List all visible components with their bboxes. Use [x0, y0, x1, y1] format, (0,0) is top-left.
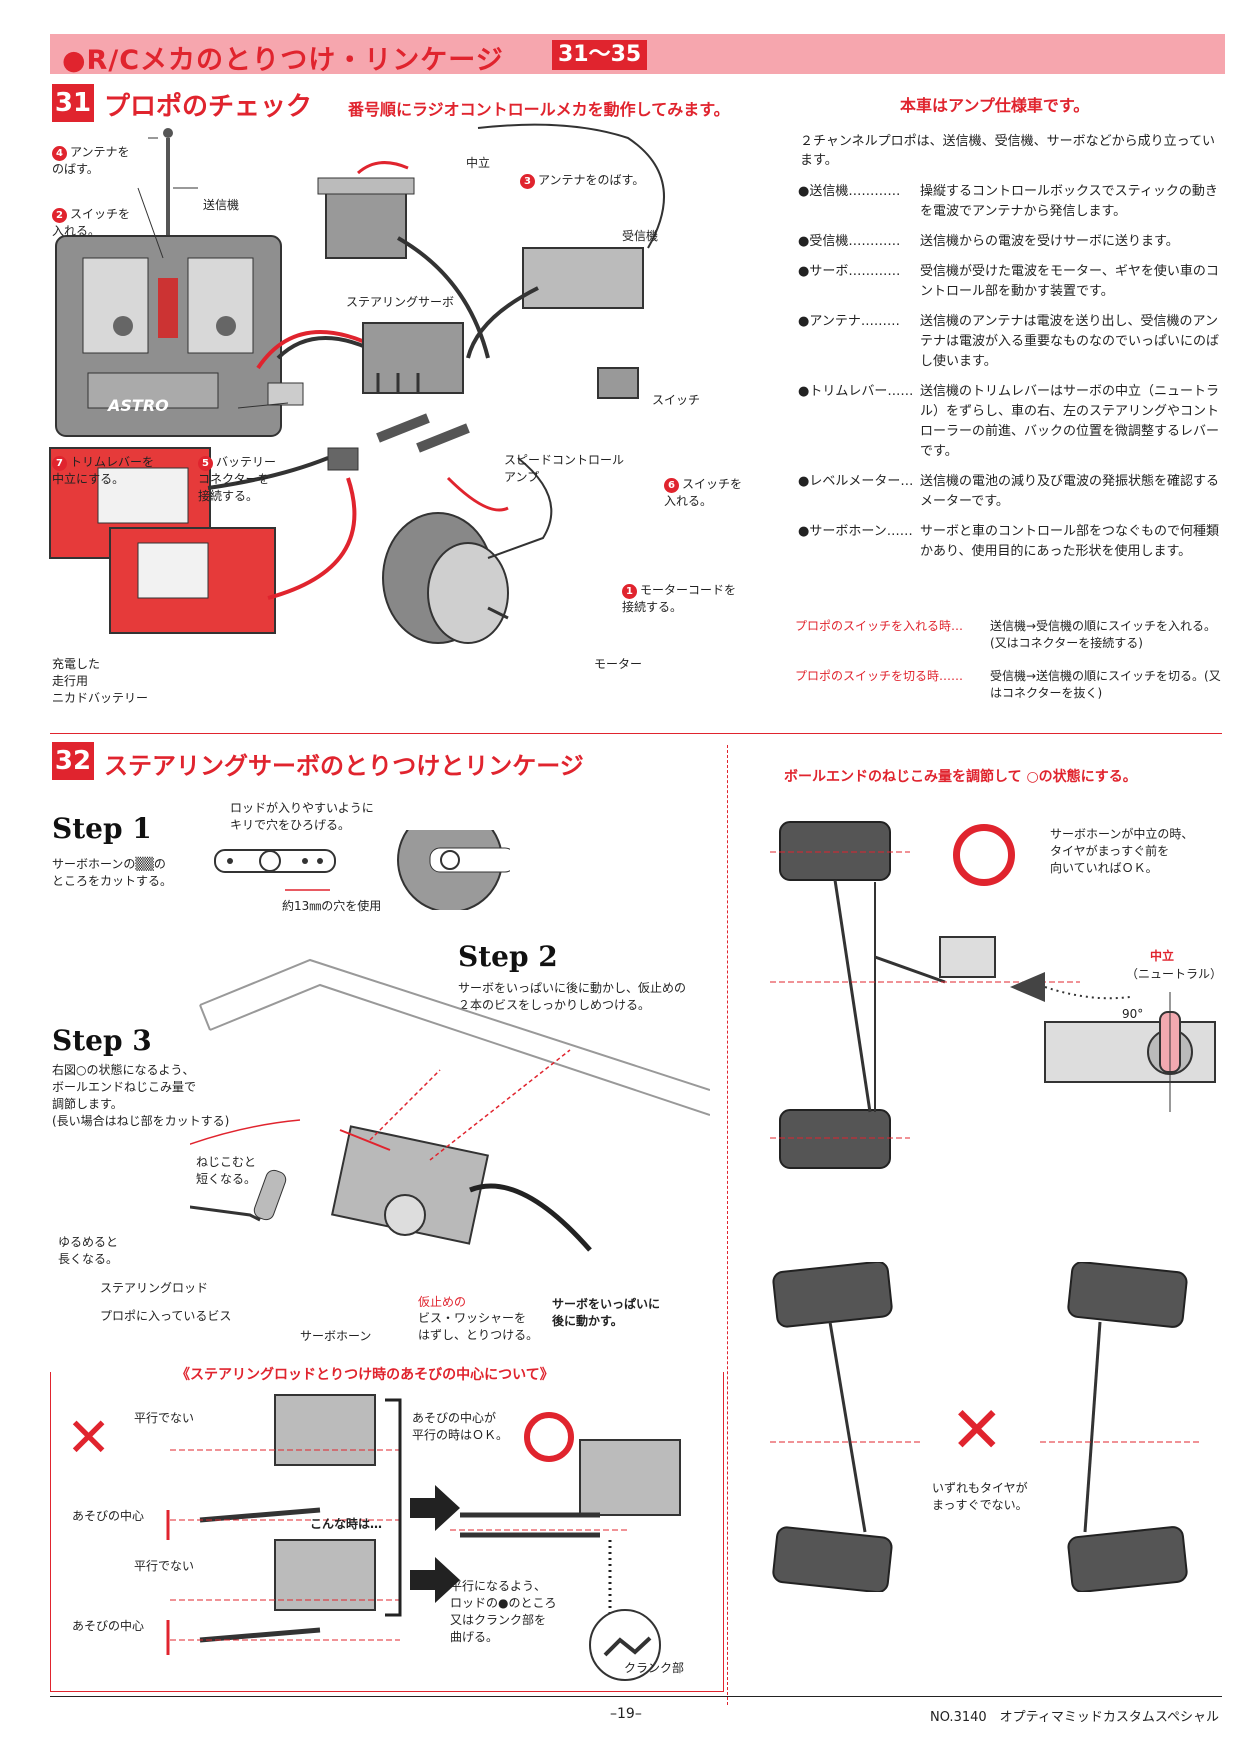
- play-center-label-1: あそびの中心: [72, 1509, 145, 1523]
- section-32-title: ステアリングサーボのとりつけとリンケージ: [104, 752, 584, 780]
- servo-horn-label: サーボホーン: [300, 1329, 372, 1343]
- fix-text: 平行になるよう、 ロッドの●のところ 又はクランク部を 曲げる。: [450, 1579, 557, 1644]
- def-level-meter: ●レベルメーター…送信機の電池の減り及び電波の発振状態を確認するメーターです。: [798, 474, 1220, 509]
- not-parallel-label-1: 平行でない: [134, 1411, 195, 1425]
- propo-check-illustration: [49, 123, 665, 644]
- play-center-drawing: [166, 1394, 681, 1681]
- step-3-heading: Step 3: [52, 1024, 152, 1057]
- step-3-text: 右図○の状態になるよう、 ボールエンドねじこみ量で 調節します。 (長い場合はね…: [52, 1063, 230, 1128]
- section-divider: [50, 733, 1222, 734]
- servo-drawing: [317, 161, 415, 259]
- ballend-note: ボールエンドのねじこみ量を調節して ○の状態にする。: [784, 769, 1137, 785]
- def-servo: ●サーボ…………受信機が受けた電波をモーター、ギヤを使い車のコントロール部を動か…: [798, 264, 1219, 299]
- label-receiver: 受信機: [622, 229, 659, 243]
- amp-note: 本車はアンプ仕様車です。: [900, 96, 1090, 115]
- label-motor: モーター: [594, 657, 643, 671]
- servo-horn-cut-drawing: [214, 830, 510, 910]
- section-31-title: プロポのチェック: [104, 92, 313, 122]
- step-1-heading: Step 1: [52, 812, 152, 845]
- move-back-label: サーボをいっぱいに 後に動かす。: [552, 1297, 661, 1328]
- temp-stop-text: ビス・ワッシャーを はずし、とりつける。: [418, 1311, 539, 1342]
- rod-hole-text: ロッドが入りやすいように キリで穴をひろげる。: [230, 801, 374, 832]
- crank-label: クランク部: [624, 1661, 685, 1675]
- steering-rod-label: ステアリングロッド: [100, 1281, 209, 1295]
- step-2-text: サーボをいっぱいに後に動かし、仮止めの ２本のビスをしっかりしめつける。: [458, 981, 687, 1012]
- page-number: –19–: [610, 1706, 642, 1722]
- section-31-subtitle: 番号順にラジオコントロールメカを動作してみます。: [348, 100, 730, 119]
- def-receiver: ●受信機…………送信機からの電波を受けサーボに送ります。: [798, 234, 1179, 249]
- battery-drawing: [49, 447, 276, 634]
- switch-off-rule: プロポのスイッチを切る時…… 受信機→送信機の順にスイッチを切る。(又はコネクタ…: [795, 669, 1221, 700]
- play-center-box: [50, 1372, 724, 1692]
- motor-drawing: [382, 512, 509, 644]
- switch-on-rule: プロポのスイッチを入れる時… 送信機→受信機の順にスイッチを入れる。(又はコネク…: [795, 619, 1217, 650]
- def-servo-horn: ●サーボホーン……サーボと車のコントロール部をつなぐもので何種類かあり、使用目的…: [798, 524, 1220, 559]
- label-steering-servo: ステアリングサーボ: [346, 295, 455, 309]
- receiver-drawing: [477, 123, 665, 309]
- label-neutral: 中立: [466, 156, 491, 170]
- servo-mount-drawing: [190, 958, 710, 1252]
- degree-90-label: 90°: [1122, 1007, 1144, 1021]
- propo-screw-label: プロポに入っているビス: [100, 1309, 232, 1323]
- switch-drawing: [597, 367, 639, 399]
- steering-neutral-drawing: [770, 821, 1216, 1169]
- neutral-paren-label: （ニュートラル）: [1126, 967, 1223, 981]
- neutral-label: 中立: [1150, 949, 1175, 963]
- ok-text: サーボホーンが中立の時、 タイヤがまっすぐ前を 向いていればＯＫ。: [1050, 827, 1194, 875]
- tighten-label: ねじこむと 短くなる。: [196, 1155, 257, 1186]
- page-range-badge: 31〜35: [552, 40, 648, 70]
- speed-control-drawing: [362, 322, 464, 394]
- label-transmitter: 送信機: [203, 198, 240, 212]
- def-antenna: ●アンテナ………送信機のアンテナは電波を送り出し、受信機のアンテナは電波が入る重…: [798, 314, 1220, 369]
- ng-text: いずれもタイヤが まっすぐでない。: [932, 1481, 1028, 1512]
- section-32-number: 32: [52, 742, 94, 780]
- hole-13mm-text: 約13㎜の穴を使用: [282, 899, 382, 913]
- def-transmitter: ●送信機…………操縦するコントロールボックスでスティックの動きを電波でアンテナか…: [798, 184, 1218, 219]
- footer-rule: [50, 1696, 1222, 1697]
- play-center-label-2: あそびの中心: [72, 1619, 145, 1633]
- not-parallel-label-2: 平行でない: [134, 1559, 195, 1573]
- definitions-list: ●送信機…………操縦するコントロールボックスでスティックの動きを電波でアンテナか…: [798, 182, 1228, 572]
- product-name: NO.3140 オプティマミッドカスタムスペシャル: [930, 1710, 1219, 1725]
- section-31-number: 31: [52, 84, 94, 122]
- step-2-heading: Step 2: [458, 940, 558, 973]
- step-1-text: サーボホーンの▒▒の ところをカットする。: [52, 857, 173, 888]
- play-center-title: 《ステアリングロッドとりつけ時のあそびの中心について》: [176, 1367, 554, 1383]
- steering-ng-drawing: [770, 1262, 1200, 1592]
- label-speed-control: スピードコントロール アンプ: [504, 453, 625, 484]
- ng-cross-icon: ✕: [950, 1394, 1004, 1468]
- astro-logo: ASTRO: [108, 396, 169, 415]
- def-trim-lever: ●トリムレバー……送信機のトリムレバーはサーボの中立（ニュートラル）をずらし、車…: [798, 384, 1220, 459]
- ok-circle-icon: [953, 824, 1015, 886]
- transmitter-drawing: [55, 128, 282, 437]
- in-case-label: こんな時は…: [310, 1517, 383, 1531]
- temp-stop-label: 仮止めの: [418, 1295, 467, 1309]
- label-switch: スイッチ: [652, 393, 701, 407]
- play-ok-text: あそびの中心が 平行の時はＯＫ。: [412, 1411, 509, 1442]
- play-ok-circle-icon: [524, 1412, 574, 1462]
- page-title: ●R/Cメカのとりつけ・リンケージ: [62, 45, 504, 76]
- propo-intro: ２チャンネルプロポは、送信機、受信機、サーボなどから成り立っています。: [800, 134, 1215, 168]
- play-ng-cross-icon: ✕: [66, 1406, 112, 1469]
- label-battery: 充電した 走行用 ニカドバッテリー: [52, 657, 149, 705]
- column-divider: [727, 745, 728, 1705]
- loosen-label: ゆるめると 長くなる。: [58, 1235, 119, 1266]
